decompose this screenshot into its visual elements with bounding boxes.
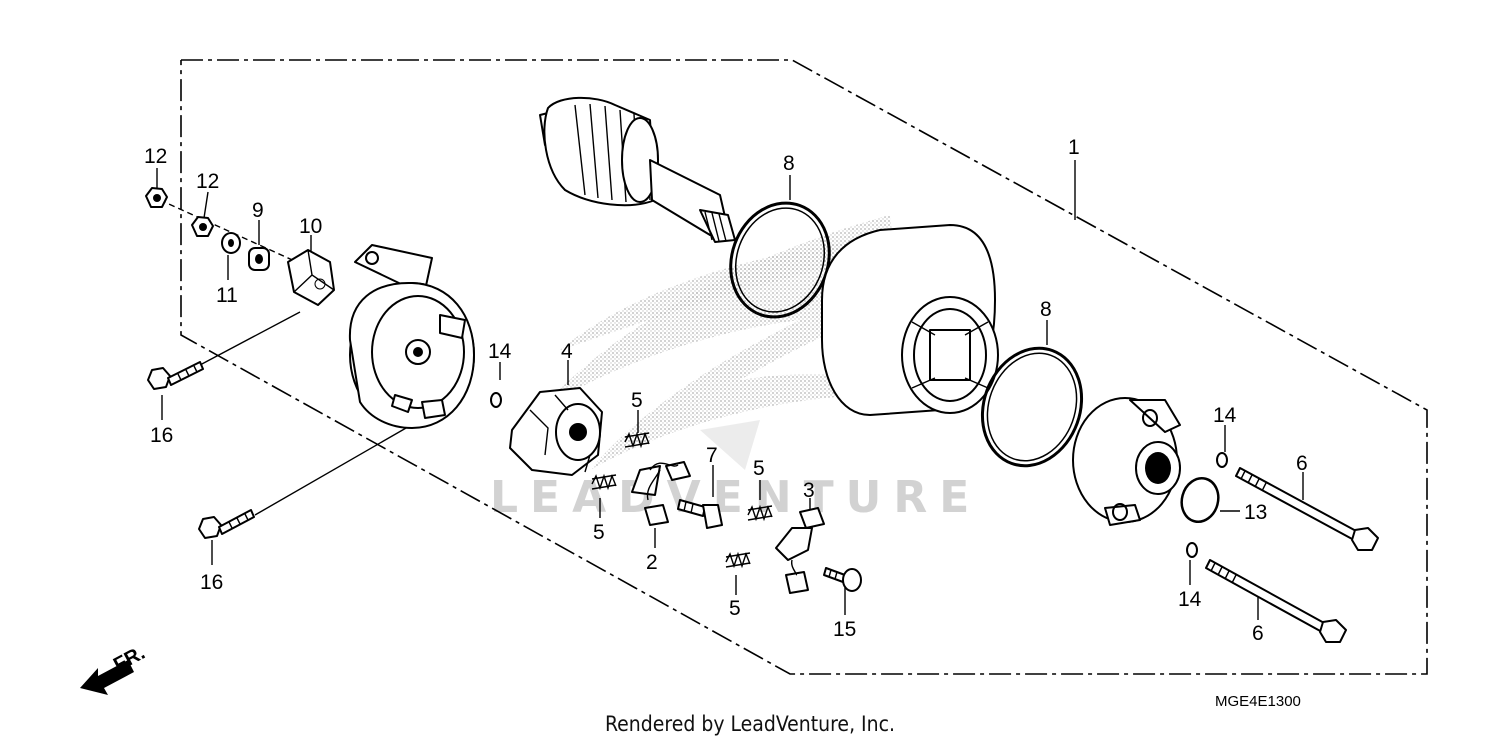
callout-13: 13 (1244, 501, 1267, 524)
callout-12-a: 12 (144, 145, 167, 168)
callout-12-b: 12 (196, 170, 219, 193)
callout-14-a: 14 (488, 340, 512, 363)
callout-8-b: 8 (1040, 298, 1052, 321)
callout-5-c: 5 (753, 457, 765, 480)
washer-14-right-lower (1186, 542, 1198, 558)
callout-1: 1 (1068, 136, 1080, 159)
watermark-text: LEADVENTURE (490, 472, 981, 523)
washer-14-left (490, 392, 502, 408)
washer-11 (221, 232, 241, 254)
rear-cover (348, 244, 475, 429)
callout-14-c: 14 (1178, 588, 1202, 611)
washer-14-right-upper (1216, 452, 1228, 468)
spring-5-d (725, 551, 751, 569)
nut-12-inner (191, 216, 214, 237)
terminal-bolt-7 (677, 499, 723, 529)
leader-lines (156, 160, 1304, 620)
callout-14-b: 14 (1213, 404, 1237, 427)
nut-12-outer (145, 187, 168, 208)
callout-6-a: 6 (1296, 452, 1308, 475)
brush-2 (631, 461, 691, 526)
front-cover (1072, 397, 1181, 526)
front-direction-arrow: FR. (80, 642, 149, 695)
brush-holder-4 (509, 387, 603, 476)
o-ring-13 (1180, 476, 1220, 524)
callout-15: 15 (833, 618, 856, 641)
callout-7: 7 (706, 444, 718, 467)
long-bolt-6-upper (1235, 467, 1379, 551)
callout-2: 2 (646, 551, 658, 574)
screw-15 (823, 567, 862, 592)
callout-11: 11 (216, 284, 238, 307)
callout-5-a: 5 (631, 389, 643, 412)
assembly-boundary (180, 59, 1428, 675)
spring-5-b (591, 473, 617, 491)
bolt-16-lower (198, 509, 255, 539)
spring-5-c (747, 504, 773, 522)
callout-16-a: 16 (150, 424, 173, 447)
o-ring-8-lower (980, 346, 1084, 468)
brush-3 (775, 507, 825, 594)
bolt-16-upper (147, 361, 204, 390)
callout-9: 9 (252, 199, 264, 222)
wing-logo-watermark (540, 215, 900, 470)
armature (539, 96, 736, 243)
callout-6-b: 6 (1252, 622, 1264, 645)
yoke-housing (821, 224, 999, 416)
callout-16-b: 16 (200, 571, 223, 594)
terminal-10 (287, 249, 335, 306)
spring-5-a (624, 431, 650, 449)
diagram-code: MGE4E1300 (1215, 693, 1301, 710)
long-bolt-6-lower (1205, 559, 1347, 643)
callout-3: 3 (803, 479, 815, 502)
bushing-9 (248, 247, 270, 271)
left-fastener-chain (145, 187, 335, 306)
render-credit: Rendered by LeadVenture, Inc. (605, 712, 895, 736)
callout-10: 10 (299, 215, 322, 238)
callout-8-a: 8 (783, 152, 795, 175)
callout-labels: 1 2 3 4 5 5 5 5 6 6 7 8 8 9 10 11 12 12 … (144, 136, 1308, 645)
callout-4: 4 (561, 340, 573, 363)
callout-5-d: 5 (729, 597, 741, 620)
callout-5-b: 5 (593, 521, 605, 544)
